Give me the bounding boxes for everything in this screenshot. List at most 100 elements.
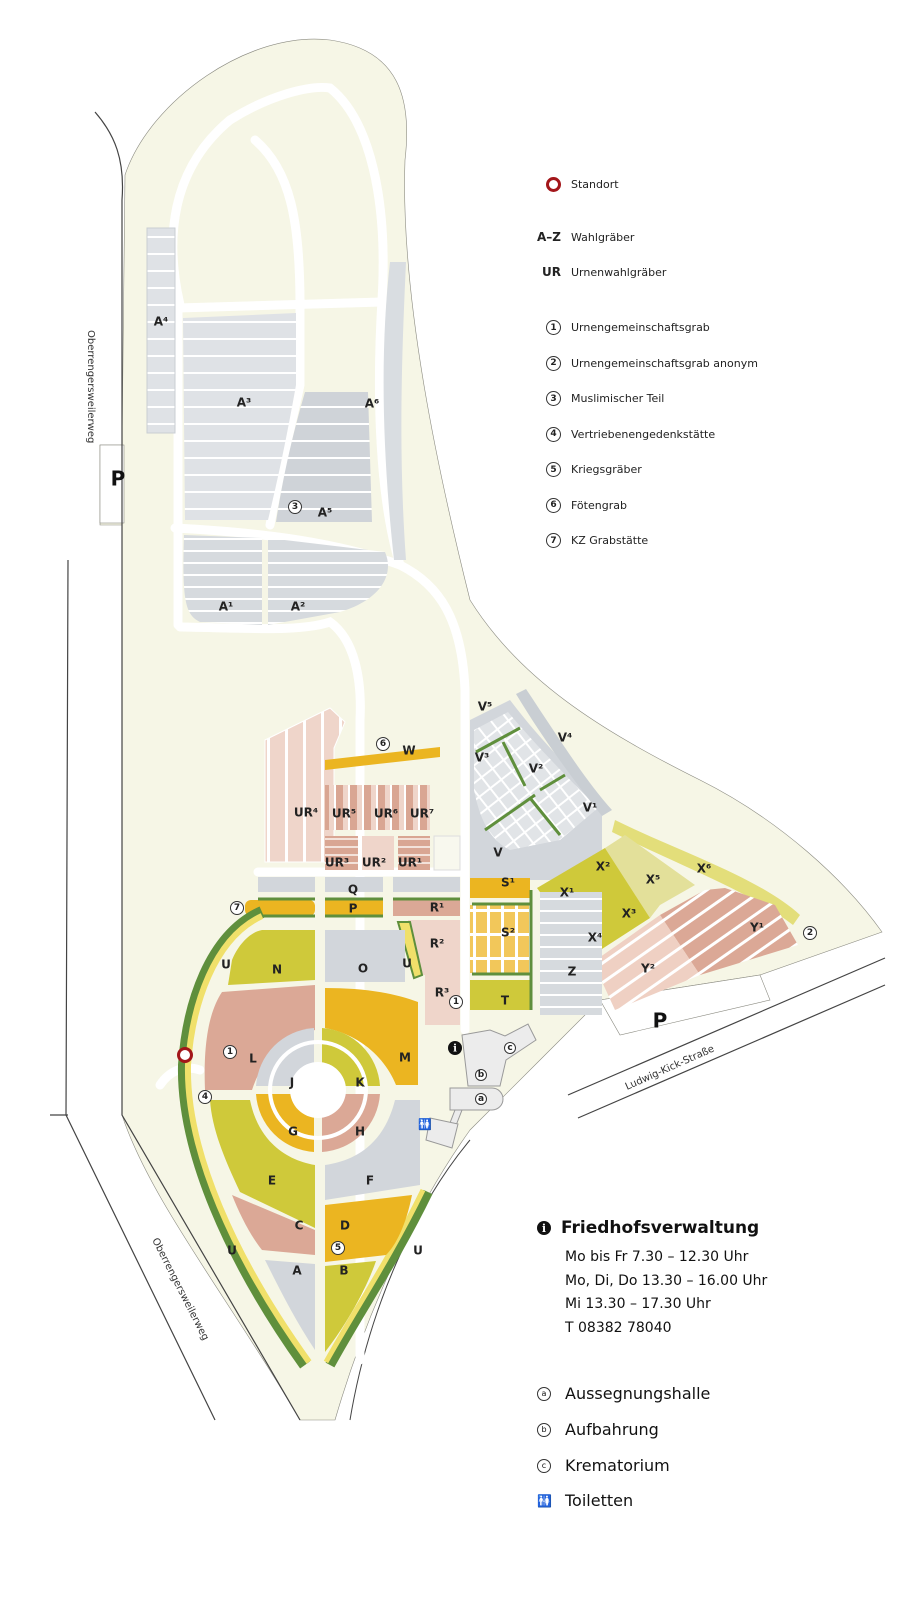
svg-text:A¹: A¹ <box>219 600 234 614</box>
svg-text:X¹: X¹ <box>560 886 575 900</box>
svg-text:R²: R² <box>430 937 445 951</box>
svg-text:UR⁶: UR⁶ <box>374 807 398 821</box>
legend-urnenwahlgraeber: UR Urnenwahlgräber <box>542 265 667 279</box>
svg-text:1: 1 <box>453 997 459 1007</box>
toilet-icon: 🚻 <box>537 1493 552 1508</box>
office-hours: Mo bis Fr 7.30 – 12.30 Uhr Mo, Di, Do 13… <box>565 1246 767 1340</box>
svg-text:Z: Z <box>568 965 577 979</box>
svg-text:i: i <box>453 1044 457 1055</box>
svg-text:X⁶: X⁶ <box>697 862 712 876</box>
svg-text:U: U <box>227 1244 237 1258</box>
svg-text:1: 1 <box>227 1047 233 1057</box>
marker-4: 4 <box>198 1090 212 1104</box>
section-Y1 <box>660 888 798 975</box>
ring-path <box>268 1040 368 1140</box>
svg-text:2: 2 <box>807 928 813 938</box>
standort-icon <box>546 177 561 192</box>
svg-text:O: O <box>358 962 368 976</box>
svg-text:J: J <box>289 1076 294 1090</box>
letter-c-icon: c <box>537 1458 551 1473</box>
section-Q <box>393 877 460 892</box>
section-T <box>470 980 530 1010</box>
marker-5: 5 <box>331 1241 345 1255</box>
section-E <box>210 1100 315 1228</box>
green-hedges <box>472 890 533 1010</box>
svg-text:E: E <box>268 1174 276 1188</box>
svg-text:R³: R³ <box>435 986 450 1000</box>
svg-text:T: T <box>501 994 510 1008</box>
section-W <box>325 747 440 770</box>
letter-b-icon: b <box>537 1422 551 1437</box>
marker-1: 1 <box>223 1045 237 1059</box>
svg-text:A: A <box>292 1264 302 1278</box>
hedge-U-west-yellow <box>184 913 312 1364</box>
svg-text:Y¹: Y¹ <box>749 921 764 935</box>
section-Q <box>325 877 383 892</box>
svg-text:X⁴: X⁴ <box>588 931 603 945</box>
svg-text:K: K <box>355 1076 365 1090</box>
svg-text:UR¹: UR¹ <box>398 856 422 870</box>
section-R1 <box>393 900 460 916</box>
section-P <box>325 900 383 916</box>
facility-toiletten: 🚻Toiletten <box>537 1491 634 1510</box>
marker-c: c <box>504 1042 516 1054</box>
green-hedges <box>475 726 566 836</box>
svg-text:Q: Q <box>348 883 358 897</box>
svg-text:S¹: S¹ <box>501 876 515 890</box>
svg-text:c: c <box>507 1043 512 1053</box>
svg-text:6: 6 <box>380 739 386 749</box>
legend-item-label: Kriegsgräber <box>571 463 642 476</box>
section-A2 <box>268 538 388 625</box>
empty-plot <box>433 835 461 871</box>
number-1-icon: 1 <box>546 320 561 335</box>
section-F <box>325 1100 420 1200</box>
svg-text:UR³: UR³ <box>325 856 349 870</box>
svg-text:G: G <box>288 1125 298 1139</box>
section-UR5-7 <box>325 785 430 830</box>
svg-text:A³: A³ <box>237 396 252 410</box>
legend-item-label: Urnengemeinschaftsgrab anonym <box>571 356 758 370</box>
section-A <box>265 1260 315 1350</box>
building-toilets <box>425 1117 459 1149</box>
svg-text:N: N <box>272 963 282 977</box>
svg-text:a: a <box>478 1094 484 1104</box>
marker-b: b <box>475 1069 487 1081</box>
road-line <box>577 984 886 1119</box>
svg-text:M: M <box>399 1051 411 1065</box>
svg-text:H: H <box>355 1125 365 1139</box>
road-line <box>349 1139 471 1421</box>
svg-text:X⁵: X⁵ <box>646 873 661 887</box>
section-X5 <box>605 835 695 918</box>
svg-text:UR⁷: UR⁷ <box>410 807 434 821</box>
legend-wahlgraeber: A–Z Wahlgräber <box>537 230 635 244</box>
standort-marker <box>177 1047 193 1063</box>
svg-text:D: D <box>340 1219 350 1233</box>
hedge-U-west <box>177 906 310 1369</box>
section-A4 <box>146 227 176 434</box>
svg-text:R¹: R¹ <box>430 901 445 915</box>
svg-text:U: U <box>413 1244 423 1258</box>
svg-text:5: 5 <box>335 1243 341 1253</box>
road-line <box>567 957 886 1096</box>
number-6-icon: 6 <box>546 497 561 513</box>
svg-text:C: C <box>295 1219 304 1233</box>
svg-text:4: 4 <box>202 1092 208 1102</box>
hedge-U-east <box>325 1189 433 1368</box>
legend-standort: Standort <box>525 177 619 192</box>
svg-text:X²: X² <box>596 860 611 874</box>
svg-text:V: V <box>493 846 503 860</box>
svg-text:B: B <box>339 1264 348 1278</box>
section-Y2 <box>593 915 700 1010</box>
section-S1 <box>470 878 530 898</box>
section-C <box>232 1195 315 1255</box>
number-7-icon: 7 <box>546 533 561 548</box>
svg-text:V¹: V¹ <box>583 801 598 815</box>
